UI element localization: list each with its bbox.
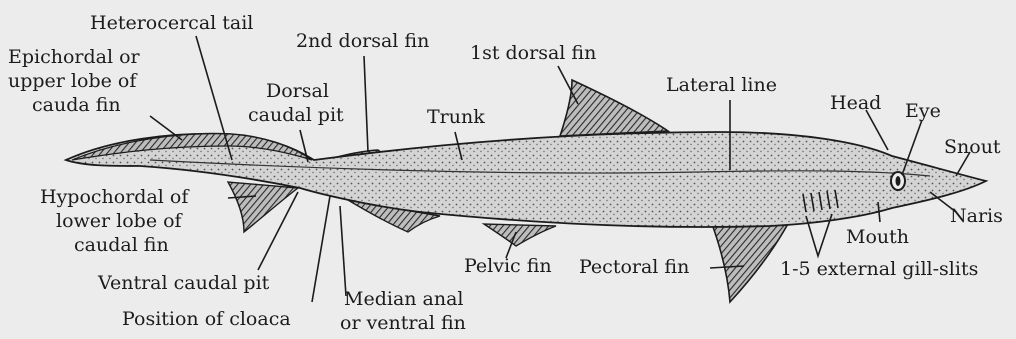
label-epichordal-line1: Epichordal or <box>8 46 140 68</box>
label-epichordal-line3: cauda fin <box>32 94 121 116</box>
label-mouth: Mouth <box>846 226 909 248</box>
label-first-dorsal-fin: 1st dorsal fin <box>470 42 596 64</box>
label-hypochordal-line1: Hypochordal of <box>40 186 188 208</box>
leader-cloaca <box>312 196 330 302</box>
label-dorsal-caudal-pit-line1: Dorsal <box>266 80 329 102</box>
label-ventral-caudal-pit: Ventral caudal pit <box>98 272 269 294</box>
label-median-anal-line1: Median anal <box>344 288 464 310</box>
label-epichordal-line2: upper lobe of <box>8 70 136 92</box>
leader-head <box>866 110 888 150</box>
leader-second-dorsal-fin <box>364 56 368 152</box>
label-gill-slits: 1-5 external gill-slits <box>780 258 978 280</box>
label-second-dorsal-fin: 2nd dorsal fin <box>296 30 429 52</box>
label-naris: Naris <box>950 205 1003 227</box>
label-hypochordal-line3: caudal fin <box>74 234 169 256</box>
label-heterocercal-tail: Heterocercal tail <box>90 12 253 34</box>
pectoral-fin <box>712 220 790 302</box>
label-hypochordal-line2: lower lobe of <box>56 210 182 232</box>
label-snout: Snout <box>944 136 1001 158</box>
caudal-fin-lower-lobe <box>228 182 298 232</box>
label-head: Head <box>830 92 881 114</box>
label-trunk: Trunk <box>427 106 485 128</box>
first-dorsal-fin <box>560 80 668 136</box>
label-dorsal-caudal-pit-line2: caudal pit <box>248 104 344 126</box>
label-lateral-line: Lateral line <box>666 74 777 96</box>
label-pectoral-fin: Pectoral fin <box>579 256 689 278</box>
label-pelvic-fin: Pelvic fin <box>464 255 552 277</box>
pelvic-fin <box>484 224 556 246</box>
leader-median-anal <box>340 206 346 296</box>
label-median-anal-line2: or ventral fin <box>340 312 466 334</box>
label-position-of-cloaca: Position of cloaca <box>122 308 291 330</box>
label-eye: Eye <box>905 100 941 122</box>
